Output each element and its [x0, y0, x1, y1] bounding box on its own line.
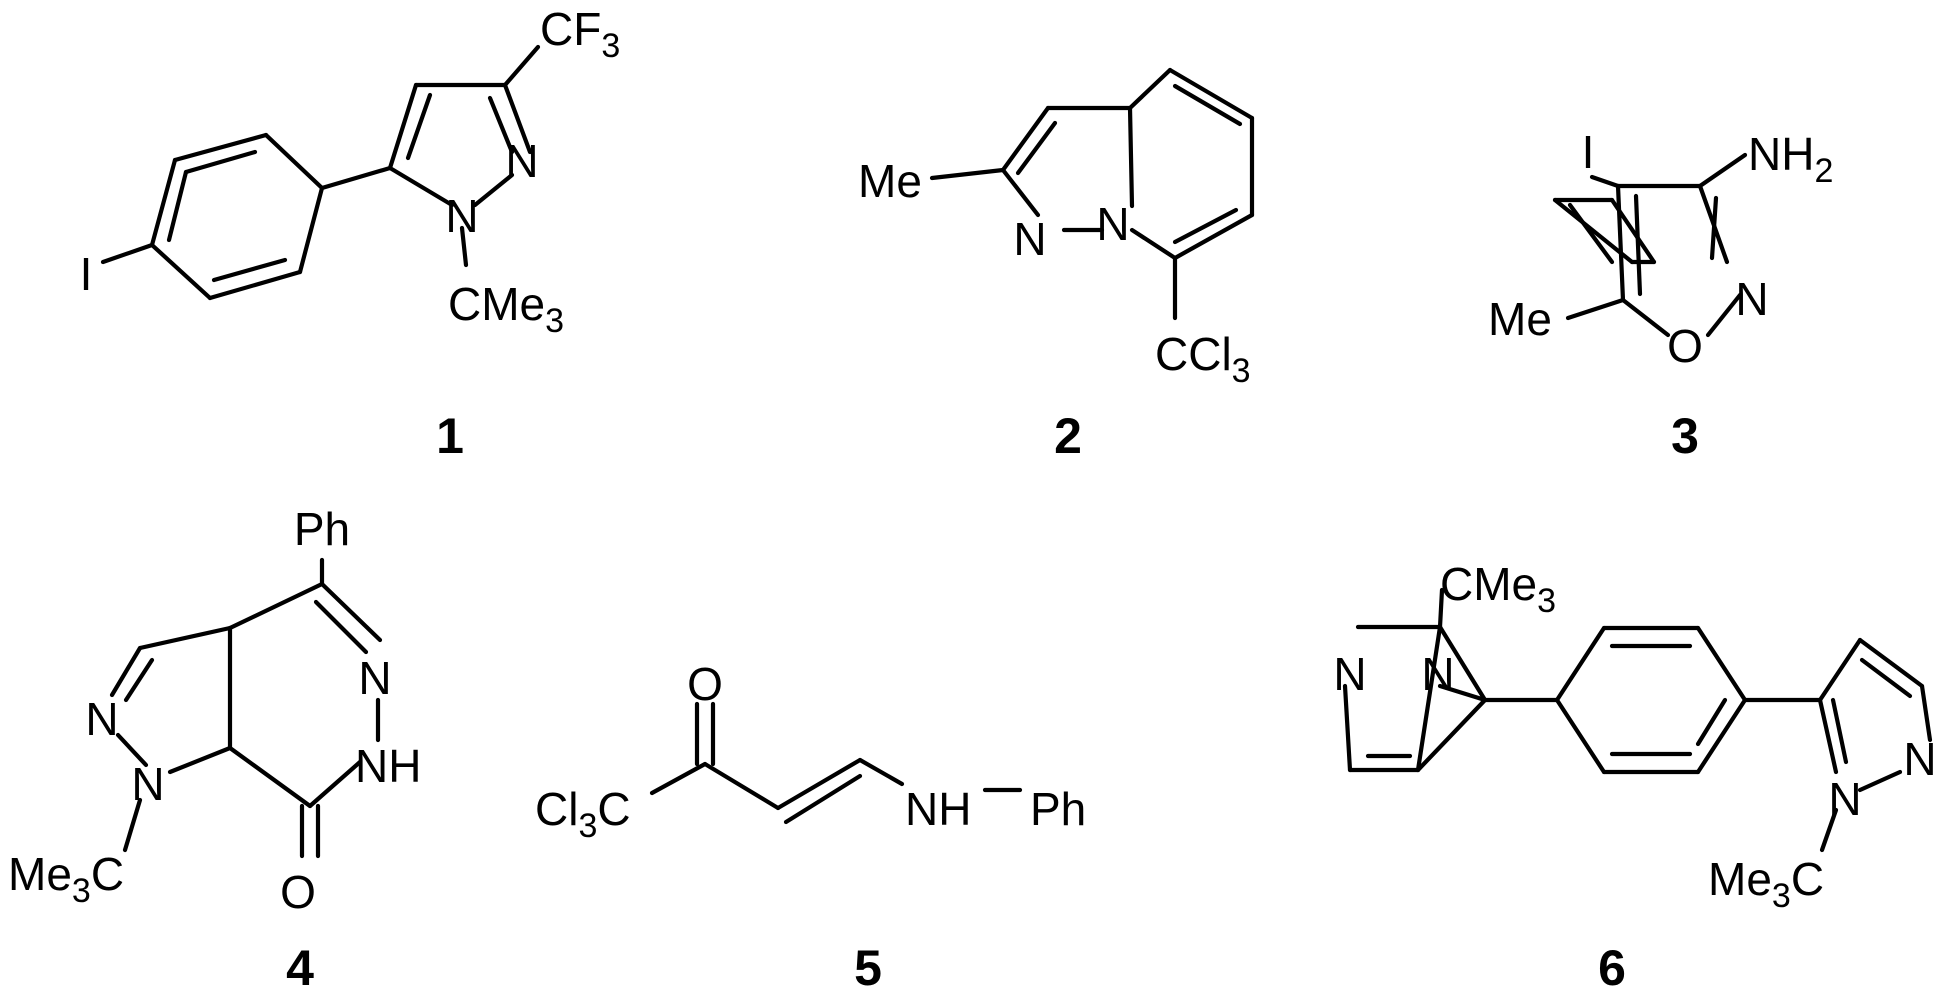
- o-atom: O: [687, 658, 723, 710]
- n1-atom: N: [131, 758, 164, 810]
- compound-2: Me N N CCl3 2: [858, 67, 1255, 464]
- iodo-atom: I: [1582, 126, 1595, 178]
- n-atom: N: [358, 652, 391, 704]
- compound-5: O Cl3C NH Ph 5: [535, 658, 1086, 996]
- n-atom: N: [1735, 273, 1768, 325]
- compound-5-bonds: [649, 701, 1023, 825]
- n-atom: N: [1903, 733, 1936, 785]
- iodo-atom: I: [80, 248, 93, 300]
- nh2-label: NH2: [1748, 128, 1833, 190]
- nh-label: NH: [905, 783, 971, 835]
- n-bridgehead-atom: N: [1096, 198, 1129, 250]
- n1-atom: N: [1828, 773, 1861, 825]
- compound-number: 2: [1054, 408, 1082, 464]
- ccl3-label: CCl3: [1155, 328, 1251, 390]
- cme3-label: CMe3: [1440, 558, 1556, 620]
- n1-atom: N: [445, 190, 478, 242]
- compound-3: I NH2 N O Me 3: [1488, 126, 1833, 464]
- cl3c-label: Cl3C: [535, 783, 631, 845]
- compound-1: CF3 N N CMe3 I 1: [80, 3, 621, 464]
- compound-1-bonds: [100, 44, 541, 301]
- ph-label: Ph: [294, 503, 350, 555]
- me-label: Me: [858, 155, 922, 207]
- o-atom: O: [280, 866, 316, 918]
- compound-number: 6: [1598, 940, 1626, 991]
- compound-6-bonds: [1342, 587, 1933, 853]
- compound-4-bonds: [109, 557, 383, 859]
- n-atom: N: [1333, 648, 1366, 700]
- compound-number: 4: [286, 940, 314, 991]
- cme3-label: CMe3: [448, 278, 564, 340]
- n1-atom: N: [1421, 648, 1454, 700]
- me-label: Me: [1488, 293, 1552, 345]
- me3c-label: Me3C: [1708, 853, 1824, 915]
- cf3-label: CF3: [540, 3, 620, 65]
- compound-4: Ph N NH N N O Me3C 4: [8, 503, 421, 996]
- compound-6: CMe3 N N N N Me3C 6: [1333, 558, 1936, 996]
- n2-atom: N: [505, 135, 538, 187]
- compound-3-bonds: [1552, 152, 1748, 338]
- compound-2-bonds: [929, 67, 1255, 321]
- compound-number: 1: [436, 408, 464, 464]
- me3c-label: Me3C: [8, 848, 124, 910]
- nh-label: NH: [355, 740, 421, 792]
- ph-label: Ph: [1030, 783, 1086, 835]
- n-atom: N: [1013, 213, 1046, 265]
- compound-number: 5: [854, 940, 882, 991]
- o-atom: O: [1667, 320, 1703, 372]
- compound-number: 3: [1671, 408, 1699, 464]
- n-atom: N: [85, 693, 118, 745]
